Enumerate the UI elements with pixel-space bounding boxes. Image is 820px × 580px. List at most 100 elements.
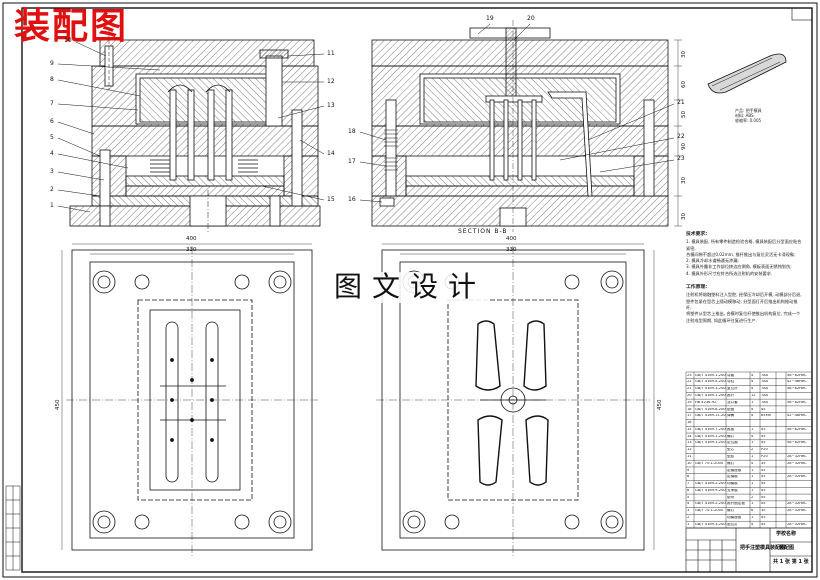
bom-cell: T8A <box>761 373 768 377</box>
bom-cell: 8 <box>687 475 690 479</box>
callout-leaders-right-a <box>261 53 325 201</box>
bom-cell: 1 <box>751 427 754 431</box>
callout-9: 9 <box>50 60 54 67</box>
bom-cell: 17 <box>687 414 692 418</box>
callout-11: 11 <box>327 50 335 57</box>
bom-cell: 28~32HRC <box>787 509 807 513</box>
callout-19: 19 <box>486 15 494 22</box>
inner-border <box>21 7 813 573</box>
bom-cell: GB/T 4169.3-2006 <box>695 387 726 391</box>
title-block-school: 学校名称 <box>776 531 797 537</box>
bom-cell: GB/T 4169.4-2006 <box>695 380 726 384</box>
bom-cell: 限位钉 <box>727 522 738 526</box>
bom-cell: 导套 <box>727 373 735 377</box>
tech-notes-heading: 技术要求: <box>686 232 708 237</box>
bom-cell: 11 <box>687 454 692 458</box>
bom-cell: 4 <box>751 414 754 418</box>
bom-cell: 19 <box>687 400 692 404</box>
title-block-sheet-title: 装配图 <box>779 545 795 551</box>
callout-16: 16 <box>348 196 356 203</box>
dim-section-30c: 30 <box>681 213 687 220</box>
dim-height-450-right: 450 <box>657 399 663 411</box>
bom-cell: GB/T 4169.1-2006 <box>695 441 726 445</box>
callout-8: 8 <box>50 76 54 83</box>
front-section-view <box>69 28 321 232</box>
work-note-line: 塑件包紧在型芯上随动模移动, 分型面打开后推出机构推动推杆, <box>686 298 798 310</box>
callout-21: 21 <box>677 99 685 106</box>
bom-cell: 7 <box>687 482 690 486</box>
callout-10: 10 <box>64 37 72 44</box>
bom-cell: 16 <box>687 421 692 425</box>
bom-cell: T8A <box>761 400 768 404</box>
bom-cell: 13 <box>687 441 692 445</box>
dim-section-90: 90 <box>681 143 687 150</box>
part-caption-line: 材料: ABS <box>735 113 754 119</box>
bom-cell: 15 <box>687 427 692 431</box>
callout-3: 3 <box>50 168 54 175</box>
bom-cell: T8A <box>761 387 768 391</box>
tech-note-line: 2. 模具冷却水道畅通无渗漏; <box>686 258 739 264</box>
callout-15: 15 <box>327 196 335 203</box>
dim-section-30b: 30 <box>681 177 687 184</box>
bom-cell: GB/T 70.1-2000 <box>695 461 724 465</box>
bom-table-grid <box>685 371 813 529</box>
technical-notes: 技术要求: 1. 模具装配, 所有零件制造检验合格, 模具装配后分型面应贴合紧密… <box>686 232 802 324</box>
bom-cell: GB/T 4169.11-2006 <box>695 414 726 418</box>
bom-cell: 推杆 <box>727 393 735 397</box>
bom-cell: 4 <box>751 373 754 377</box>
bom-cell: GB/T 4169.8-2006 <box>695 407 726 411</box>
bom-cell: GB/T 4169.7-2006 <box>695 427 726 431</box>
section-label: SECTION B-B <box>458 228 508 235</box>
bom-cell: T8A <box>761 380 768 384</box>
bom-cell: 1 <box>751 488 754 492</box>
bom-cell: 45 <box>761 488 766 492</box>
bom-cell: 45 <box>761 407 766 411</box>
bom-cell: T8A <box>761 393 768 397</box>
bom-cell: 45 <box>761 427 766 431</box>
bom-cell: 14 <box>687 434 692 438</box>
bom-cell: 4 <box>751 407 754 411</box>
bom-cell: GB/T 4169.1-2006 <box>695 393 726 397</box>
bom-cell: P20 <box>761 454 768 458</box>
bom-cell: 45 <box>761 441 766 445</box>
bom-cell: 65Mn <box>761 414 771 418</box>
bom-cell: 1 <box>751 468 754 472</box>
part-caption: 产品: 把手模具 材料: ABS 收缩率: 0.005 <box>735 108 762 124</box>
bom-cell: 2 <box>751 448 754 452</box>
bom-cell: 6 <box>687 488 690 492</box>
bom-cell: 动模板 <box>727 482 738 486</box>
bom-cell: 2 <box>751 495 754 499</box>
bom-cell: 1 <box>751 475 754 479</box>
bom-cell: 弹簧 <box>727 414 735 418</box>
bom-cell: 45 <box>761 475 766 479</box>
bom-cell: 1 <box>687 522 690 526</box>
bom-cell: GB/T 70.1-2000 <box>695 509 724 513</box>
bom-cell: GB/T 4169.1-2006 <box>695 373 726 377</box>
bom-cell: 28~32HRC <box>787 522 807 526</box>
bom-cell: GB/T 4169.2-2006 <box>695 482 726 486</box>
bom-cell: 4 <box>751 461 754 465</box>
callout-12: 12 <box>327 78 335 85</box>
bom-cell: 45 <box>761 516 766 520</box>
bom-cell: 58~62HRC <box>787 373 807 377</box>
bom-cell: 定模板 <box>727 475 738 479</box>
bom-cell: 推杆固定板 <box>727 502 745 506</box>
tech-note-line: 合模间隙不超过0.02mm, 推杆推出与复位灵活无卡滞现象; <box>686 251 796 257</box>
dim-width-330-right: 330 <box>506 247 517 253</box>
bom-cell: 1 <box>751 441 754 445</box>
drawing-title-overlay: 装配图 <box>14 5 129 47</box>
bom-cell: 螺钉 <box>727 461 735 465</box>
callout-2: 2 <box>50 186 54 193</box>
dim-section-30a: 30 <box>681 51 687 58</box>
callout-5: 5 <box>50 134 54 141</box>
bom-cell: 复位杆 <box>727 387 738 391</box>
bom-cell: 导柱 <box>727 380 735 384</box>
part-isometric <box>707 53 787 94</box>
bom-cell: 42~46HRC <box>787 380 807 384</box>
bom-cell: 1 <box>751 502 754 506</box>
bom-cell: 螺钉 <box>727 434 735 438</box>
plan-view-right <box>376 246 650 556</box>
bom-cell: 1 <box>751 516 754 520</box>
bom-cell: 螺钉 <box>727 509 735 513</box>
